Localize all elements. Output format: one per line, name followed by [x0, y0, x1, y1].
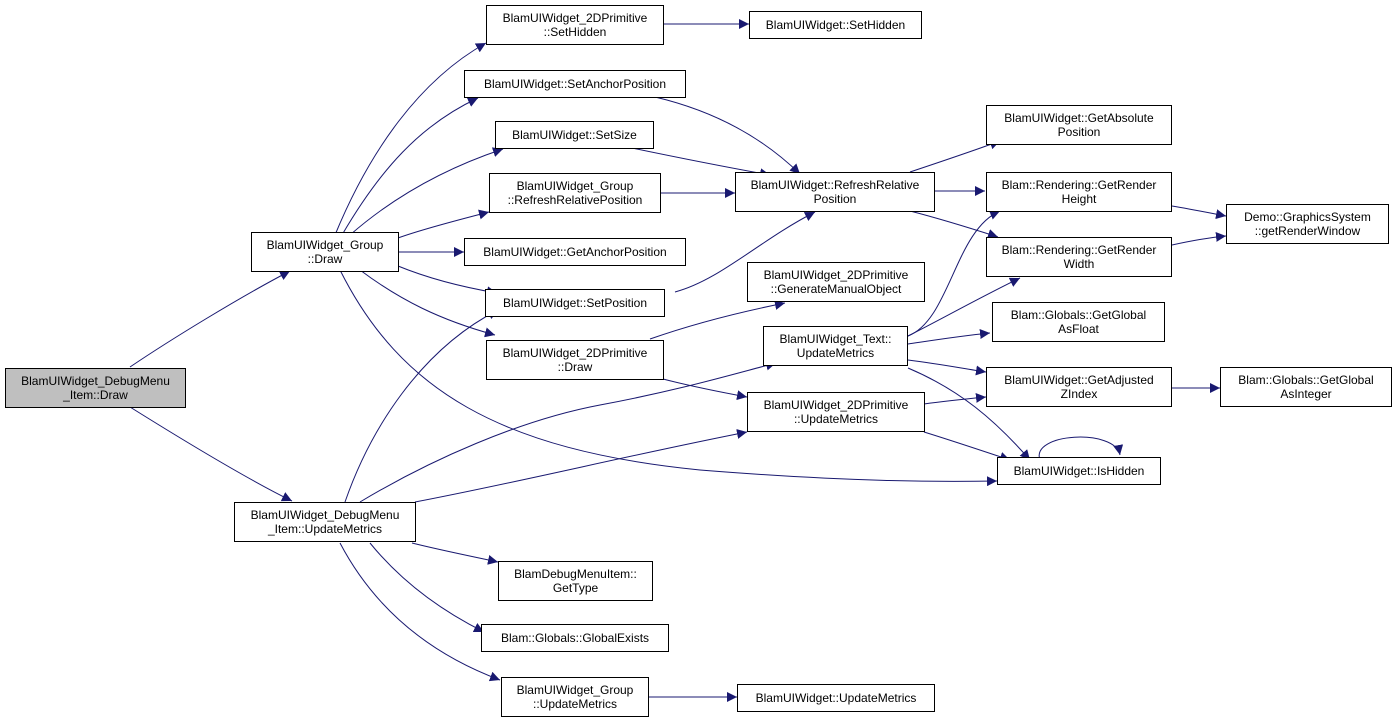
node-label: BlamUIWidget::SetHidden: [765, 18, 906, 32]
node-label: Demo::GraphicsSystem ::getRenderWindow: [1244, 210, 1371, 238]
node-debugmenuitem-gettype[interactable]: BlamDebugMenuItem:: GetType: [498, 561, 653, 601]
node-label: BlamUIWidget::GetAbsolute Position: [1004, 111, 1154, 139]
edge-p2d-draw-p2d-update: [662, 378, 748, 401]
edge-group-draw-setanchor: [341, 97, 479, 236]
node-globals-globalexists[interactable]: Blam::Globals::GlobalExists: [481, 624, 669, 652]
node-label: BlamUIWidget_Text:: UpdateMetrics: [779, 332, 892, 360]
edge-group-draw-setsize: [349, 147, 504, 236]
node-label: BlamUIWidget_Group ::UpdateMetrics: [516, 683, 634, 711]
node-label: BlamUIWidget_2DPrimitive ::SetHidden: [502, 11, 648, 39]
node-rendering-getrenderheight[interactable]: Blam::Rendering::GetRender Height: [986, 172, 1172, 212]
node-label: Blam::Globals::GetGlobal AsFloat: [1010, 308, 1147, 336]
node-globals-getglobalasinteger[interactable]: Blam::Globals::GetGlobal AsInteger: [1220, 367, 1392, 407]
node-label: BlamUIWidget_DebugMenu _Item::UpdateMetr…: [250, 508, 400, 536]
edge-group-draw-ishidden: [339, 269, 998, 487]
edge-setanchor-wrefresh: [654, 96, 801, 175]
node-widget-updatemetrics[interactable]: BlamUIWidget::UpdateMetrics: [737, 684, 935, 712]
node-debugmenu-item-updatemetrics[interactable]: BlamUIWidget_DebugMenu _Item::UpdateMetr…: [234, 502, 416, 542]
node-label: BlamUIWidget::GetAnchorPosition: [483, 245, 667, 259]
node-widget-setsize[interactable]: BlamUIWidget::SetSize: [495, 121, 654, 149]
node-label: BlamUIWidget_Group ::Draw: [266, 238, 384, 266]
node-text-updatemetrics[interactable]: BlamUIWidget_Text:: UpdateMetrics: [763, 326, 908, 366]
edge-dm-update-text: [359, 360, 777, 503]
node-widget-ishidden[interactable]: BlamUIWidget::IsHidden: [997, 457, 1161, 485]
node-label: BlamDebugMenuItem:: GetType: [514, 567, 637, 595]
edge-root-group-draw: [129, 270, 291, 368]
node-label: BlamUIWidget_DebugMenu _Item::Draw: [21, 374, 170, 402]
edge-rwidth-gswindow: [1171, 231, 1227, 246]
edge-group-draw-p2d-sethidden: [334, 42, 487, 236]
node-label: BlamUIWidget_2DPrimitive ::GenerateManua…: [763, 268, 909, 296]
node-group-refreshrelativeposition[interactable]: BlamUIWidget_Group ::RefreshRelativePosi…: [489, 173, 661, 213]
edge-text-rwidth: [907, 277, 1021, 337]
edge-wrefresh-rwidth: [909, 210, 999, 239]
edge-group-draw-setposition: [397, 265, 498, 297]
node-widget-setposition[interactable]: BlamUIWidget::SetPosition: [485, 289, 665, 317]
node-label: BlamUIWidget::GetAdjusted ZIndex: [1004, 373, 1154, 401]
node-widget-getadjustedzindex[interactable]: BlamUIWidget::GetAdjusted ZIndex: [986, 367, 1172, 407]
node-label: Blam::Globals::GetGlobal AsInteger: [1238, 373, 1374, 401]
edge-p2d-update-zindex: [923, 392, 987, 405]
edge-rheight-gswindow: [1171, 205, 1227, 220]
node-widget-setanchorposition[interactable]: BlamUIWidget::SetAnchorPosition: [464, 70, 686, 98]
node-2dprimitive-sethidden[interactable]: BlamUIWidget_2DPrimitive ::SetHidden: [486, 5, 664, 45]
node-label: BlamUIWidget_2DPrimitive ::Draw: [502, 346, 648, 374]
edge-dm-update-glexists: [369, 542, 485, 633]
node-label: BlamUIWidget_2DPrimitive ::UpdateMetrics: [763, 398, 909, 426]
node-label: Blam::Rendering::GetRender Height: [1001, 178, 1157, 206]
node-group-draw[interactable]: BlamUIWidget_Group ::Draw: [251, 232, 399, 272]
edge-root-dm-update: [129, 406, 293, 502]
edge-text-glfloat: [907, 329, 991, 345]
node-debugmenu-item-draw[interactable]: BlamUIWidget_DebugMenu _Item::Draw: [5, 368, 186, 408]
edge-group-draw-p2d-draw: [359, 269, 496, 338]
node-label: BlamUIWidget::RefreshRelative Position: [750, 178, 920, 206]
edge-setposition-wrefresh: [674, 211, 816, 293]
edge-setsize-wrefresh: [631, 147, 771, 179]
node-label: BlamUIWidget::UpdateMetrics: [755, 691, 917, 705]
node-label: BlamUIWidget::SetSize: [512, 128, 637, 142]
edge-group-draw-grefresh: [397, 209, 490, 239]
edge-text-zindex: [907, 359, 987, 376]
edge-dm-update-setposition: [344, 309, 499, 503]
node-label: BlamUIWidget_Group ::RefreshRelativePosi…: [507, 179, 643, 207]
node-2dprimitive-generatemanualobject[interactable]: BlamUIWidget_2DPrimitive ::GenerateManua…: [747, 262, 925, 302]
node-rendering-getrenderwidth[interactable]: Blam::Rendering::GetRender Width: [986, 237, 1172, 277]
edge-dm-update-gupdate: [339, 542, 501, 682]
node-2dprimitive-draw[interactable]: BlamUIWidget_2DPrimitive ::Draw: [486, 340, 664, 380]
node-label: BlamUIWidget::SetAnchorPosition: [483, 77, 667, 91]
node-label: Blam::Globals::GlobalExists: [500, 631, 650, 645]
edge-dm-update-gettype: [411, 542, 499, 565]
edge-ishidden-self: [1038, 436, 1124, 461]
edge-p2d-draw-genmanual: [649, 300, 786, 340]
edge-text-ishidden: [907, 367, 1031, 461]
node-widget-refreshrelativeposition[interactable]: BlamUIWidget::RefreshRelative Position: [735, 172, 935, 212]
node-widget-getabsoluteposition[interactable]: BlamUIWidget::GetAbsolute Position: [986, 105, 1172, 145]
edge-text-rheight: [907, 210, 1001, 337]
node-2dprimitive-updatemetrics[interactable]: BlamUIWidget_2DPrimitive ::UpdateMetrics: [747, 392, 925, 432]
node-widget-sethidden[interactable]: BlamUIWidget::SetHidden: [749, 11, 922, 39]
node-group-updatemetrics[interactable]: BlamUIWidget_Group ::UpdateMetrics: [501, 677, 649, 717]
node-label: BlamUIWidget::IsHidden: [1013, 464, 1145, 478]
edge-p2d-update-ishidden: [923, 431, 1011, 462]
node-widget-getanchorposition[interactable]: BlamUIWidget::GetAnchorPosition: [464, 238, 686, 266]
edge-wrefresh-getabs: [909, 139, 1001, 173]
node-graphicssystem-getrenderwindow[interactable]: Demo::GraphicsSystem ::getRenderWindow: [1226, 204, 1389, 244]
node-label: Blam::Rendering::GetRender Width: [1001, 243, 1157, 271]
node-globals-getglobalasfloat[interactable]: Blam::Globals::GetGlobal AsFloat: [992, 302, 1165, 342]
node-label: BlamUIWidget::SetPosition: [502, 296, 648, 310]
edge-dm-update-p2d-update: [414, 429, 748, 503]
